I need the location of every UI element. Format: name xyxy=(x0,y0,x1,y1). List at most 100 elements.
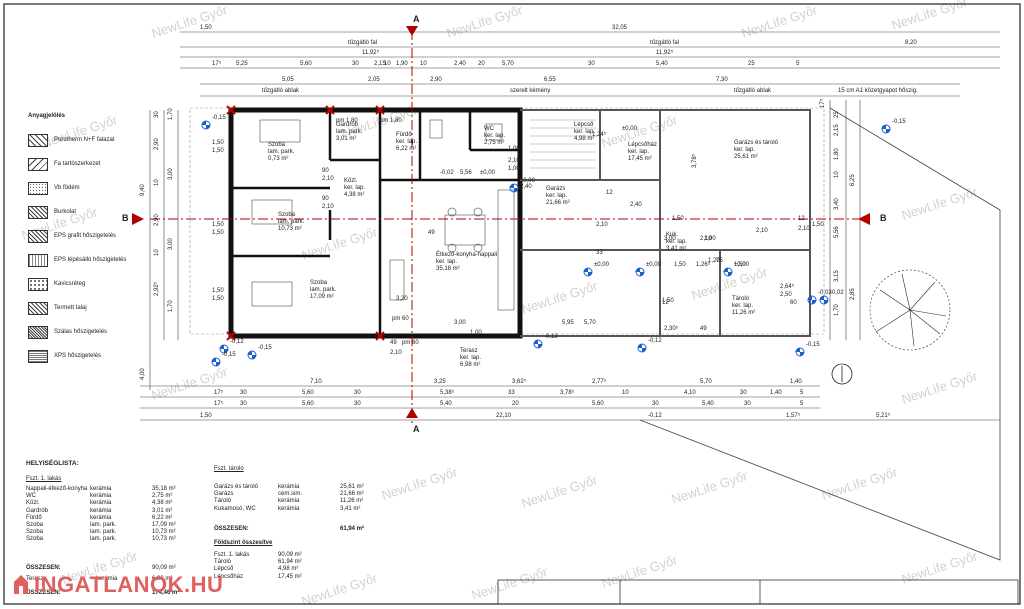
legend-swatch xyxy=(28,302,48,315)
room-name: Kuk. xyxy=(666,232,679,238)
dim-text: 30 xyxy=(240,401,247,407)
dim-text: 3,40 xyxy=(834,198,840,210)
legend-item: Fa tartószerkezet xyxy=(14,158,174,176)
dim-text: 6,25 xyxy=(850,174,856,186)
legend-item: Vb födém xyxy=(14,182,174,200)
annotation-text: 15 cm A1 közetgyapot hőszig. xyxy=(838,88,918,94)
dim-text: 20 xyxy=(478,61,485,67)
dim-text: 8,20 xyxy=(905,40,917,46)
dim-text: 5,60 xyxy=(592,401,604,407)
plan-label: 1,50 xyxy=(672,216,684,222)
room-name: Fürdő xyxy=(396,132,412,138)
plan-label: 90 xyxy=(322,168,329,174)
level-text: ±0,00 xyxy=(520,178,535,184)
dim-text: 5,05 xyxy=(282,77,294,83)
plan-label: ±0,00 xyxy=(480,170,495,176)
top-dimension-lines xyxy=(180,31,1000,97)
room-area: 11,26 m² xyxy=(732,310,756,316)
plan-label: 1,00 xyxy=(704,236,716,242)
annotation-text: szerelt kémény xyxy=(510,88,551,94)
legend-label: Porotherm N+F falazat xyxy=(54,137,115,143)
table-cell: 4,98 m² xyxy=(278,566,299,573)
room-area: 2,75 m² xyxy=(484,140,505,146)
level-text: -0,12 xyxy=(544,334,558,340)
legend-label: Burkolat xyxy=(54,209,77,215)
section-arrow-a-bottom xyxy=(406,408,418,418)
dim-text: 4,10 xyxy=(684,390,696,396)
dim-text: 3,62⁵ xyxy=(512,379,527,385)
table-cell: kerámia xyxy=(278,498,300,505)
dim-text: 5,40 xyxy=(656,61,668,67)
room-name: Tároló xyxy=(732,296,750,302)
section-label-b-left: B xyxy=(122,213,129,223)
dim-text: 1,50 xyxy=(200,25,212,31)
plan-label: 1,20 xyxy=(708,258,720,264)
dim-text: 33 xyxy=(508,390,515,396)
plan-label: 2,10 xyxy=(322,176,334,182)
section-label-a-bottom: A xyxy=(413,424,420,434)
dim-text: 10 xyxy=(834,171,840,178)
room-finish: lam. park. xyxy=(310,287,337,293)
terasz-material: kerámia xyxy=(96,576,118,582)
dim-text: 30 xyxy=(744,401,751,407)
table-cell: kerámia xyxy=(90,514,112,521)
plan-label: 1,50 xyxy=(674,262,686,268)
table-cell: 35,18 m² xyxy=(152,486,176,492)
section-label-a-top: A xyxy=(413,14,420,24)
table-cell: Szoba xyxy=(26,529,44,536)
room-name: Lépcsőház xyxy=(628,142,658,148)
table-cell: Gardrób xyxy=(26,507,49,514)
table-cell: 4,38 m² xyxy=(152,500,173,507)
dim-text: 3,25 xyxy=(434,379,446,385)
dim-text: 5 xyxy=(796,61,800,67)
room-area: 21,66 m² xyxy=(546,200,570,206)
table-cell: Szoba xyxy=(26,522,44,528)
dim-text: 5,60 xyxy=(300,61,312,67)
level-marker-icon xyxy=(211,357,221,367)
room-finish: ker. lap. xyxy=(436,259,458,265)
table-cell: Fürdő xyxy=(26,514,42,521)
table-cell: cem.sim. xyxy=(278,491,302,498)
dim-text: 17⁵ xyxy=(214,401,224,407)
storage-total: 61,94 m² xyxy=(340,526,365,532)
level-text: ±0,00 xyxy=(594,262,609,268)
room-area: 3,41 m² xyxy=(666,246,687,252)
plan-label: 90 xyxy=(322,196,329,202)
plan-label: 2,10 xyxy=(756,228,768,234)
tree-symbol xyxy=(869,269,951,351)
plan-label: 2,40 xyxy=(520,184,532,190)
room-finish: lam. park. xyxy=(268,149,295,155)
room-finish: ker. lap. xyxy=(732,303,754,309)
summary-title: Földszint összesítve xyxy=(214,540,273,546)
legend-label: EPS lépésálló hőszigetelés xyxy=(54,257,127,263)
terasz-name: Terasz xyxy=(26,576,44,582)
plan-label: 5,56 xyxy=(460,170,472,176)
legend-label: Szálas hőszigetelés xyxy=(54,329,108,335)
room-finish: ker. lap. xyxy=(666,239,688,245)
plan-label: 33 xyxy=(596,250,603,256)
table-cell: 21,66 m² xyxy=(340,491,364,498)
plan-label: 1,50 xyxy=(212,148,224,154)
plan-label: 49 xyxy=(700,326,707,332)
room-area: 17,45 m² xyxy=(628,156,652,162)
plan-label: -0,02 xyxy=(440,170,454,176)
room-area: 17,09 m² xyxy=(310,294,334,300)
level-marker-icon xyxy=(201,120,211,130)
plan-label: 2,40 xyxy=(630,202,642,208)
plan-label: pm 60 xyxy=(392,316,409,322)
plan-label: 3,00 xyxy=(664,236,676,242)
dim-text: 11,92⁵ xyxy=(362,50,380,56)
dim-text: 30 xyxy=(740,390,747,396)
level-marker-icon xyxy=(807,295,817,305)
level-marker-icon xyxy=(723,267,733,277)
north-arrow xyxy=(831,363,853,385)
plan-label: 12 xyxy=(798,216,805,222)
dim-text: 3,78⁵ xyxy=(560,390,575,396)
dim-text: 10 xyxy=(622,390,629,396)
dim-text: 5,60 xyxy=(302,401,314,407)
level-marker-icon xyxy=(533,339,543,349)
dim-text: 1,90 xyxy=(396,61,408,67)
dim-text: 1,80 xyxy=(834,148,840,160)
room-area: 35,18 m² xyxy=(436,266,460,272)
